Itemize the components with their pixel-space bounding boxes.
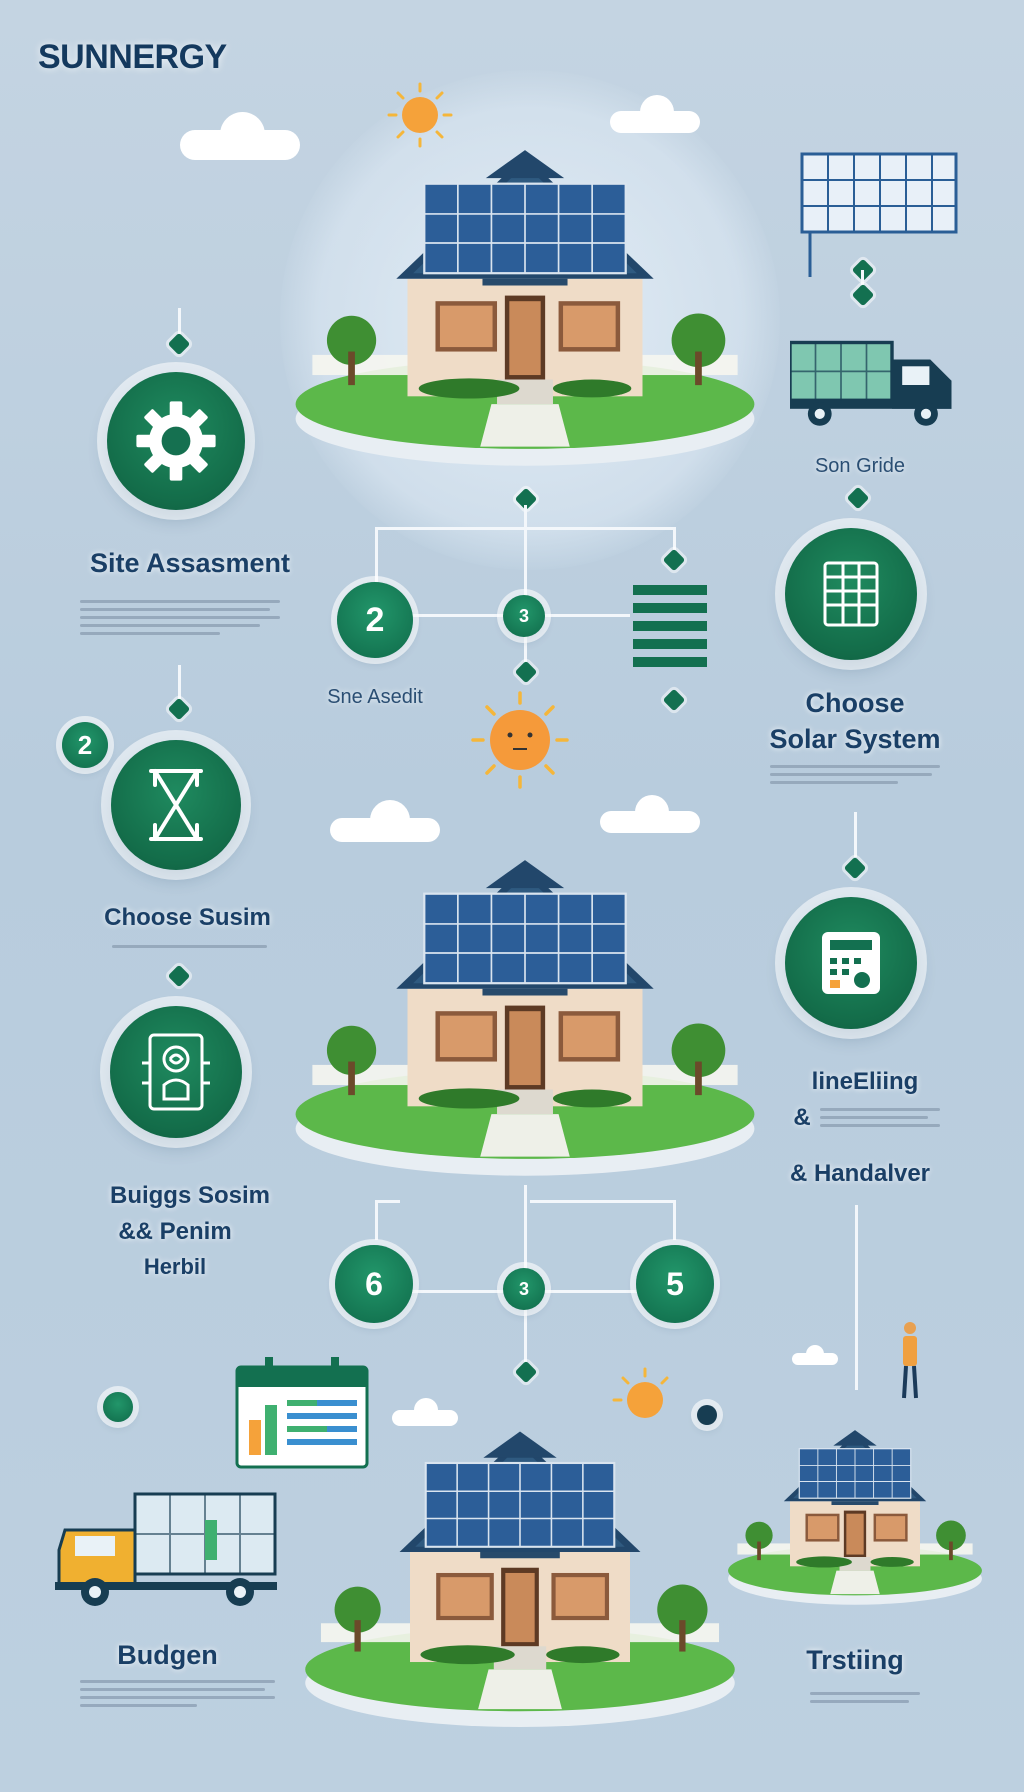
step-badge-3: 3: [503, 1268, 545, 1310]
connector-line: [854, 812, 857, 857]
brand-logo: SUNNERGY: [38, 38, 227, 76]
choose-solar-step[interactable]: [785, 528, 917, 660]
connector-line: [178, 308, 181, 343]
step-badge-2: 2: [62, 722, 108, 768]
small-indicator-icon: [697, 1405, 717, 1425]
step-label-choose-solar-line1: Choose: [805, 688, 905, 718]
step-label-choose-susim: Choose Susim: [104, 904, 271, 931]
buggs-step[interactable]: [110, 1006, 242, 1138]
step-label-choose-solar-line2: Solar System: [769, 724, 941, 754]
description-text: [770, 765, 940, 784]
house-icon: [727, 1429, 983, 1606]
connector-line: [375, 527, 675, 530]
step-badge-5: 5: [636, 1245, 714, 1323]
step-label-buggs-line3: Herbil: [143, 1254, 207, 1279]
cloud-icon: [170, 110, 310, 160]
description-text: [810, 1692, 920, 1703]
connector-line: [673, 527, 676, 555]
connector-line: [673, 1200, 676, 1240]
house-icon: [294, 148, 756, 467]
step-label-handalver: & Handalver: [789, 1160, 931, 1187]
step-label-son-gride: Son Gride: [814, 455, 906, 477]
step-label-budgen: Budgen: [117, 1640, 218, 1670]
connector-line: [530, 1200, 675, 1203]
step-badge-2: 2: [337, 582, 413, 658]
sun-icon: [612, 1367, 669, 1418]
step-label-buggs-line2: && Penim: [118, 1218, 232, 1245]
step-label-sne-asedit: Sne Asedit: [327, 686, 423, 708]
connector-line: [375, 1200, 378, 1240]
bill-icon: [142, 1033, 210, 1111]
connector-dot: [846, 486, 870, 510]
progress-bars-icon: [633, 585, 707, 670]
connector-dot: [851, 283, 875, 307]
worker-icon: [902, 1322, 918, 1399]
calendar-chart-icon: [235, 1357, 369, 1469]
connector-dot: [167, 332, 191, 356]
connector-line: [524, 505, 527, 670]
connector-line: [855, 1205, 858, 1390]
solar-panel-icon: [823, 561, 879, 627]
cloud-icon: [595, 795, 705, 835]
house-icon: [294, 858, 756, 1177]
cloud-icon: [390, 1398, 460, 1426]
step-label-site-assessment: Site Assasment: [89, 548, 291, 578]
amp-symbol: &: [793, 1104, 811, 1131]
calculator-icon: [822, 932, 880, 994]
step-badge-6: 6: [335, 1245, 413, 1323]
description-text: [112, 945, 267, 948]
connector-line: [861, 270, 864, 290]
step-label-inething: lineEliing: [811, 1068, 919, 1095]
house-icon: [304, 1430, 736, 1729]
connector-dot: [662, 548, 686, 572]
site-assessment-step[interactable]: [107, 372, 245, 510]
truck-icon: [790, 340, 954, 428]
connector-line: [375, 1200, 400, 1203]
connector-line: [375, 527, 378, 582]
truck-icon: [55, 1492, 277, 1606]
cloud-icon: [605, 95, 705, 135]
connector-dot: [514, 660, 538, 684]
sun-icon: [387, 82, 453, 148]
sun-face-icon: [471, 691, 569, 789]
cloud-icon: [325, 800, 445, 845]
connector-dot: [662, 688, 686, 712]
hourglass-icon: [149, 769, 203, 841]
step-label-buggs-line1: Buiggs Sosim: [109, 1182, 271, 1209]
calculator-step[interactable]: [785, 897, 917, 1029]
step-badge-3: 3: [503, 595, 545, 637]
connector-dot: [167, 697, 191, 721]
connector-dot: [167, 964, 191, 988]
cloud-icon: [790, 1345, 840, 1367]
connector-line: [178, 665, 181, 700]
description-text: [80, 1680, 275, 1707]
description-text: [80, 600, 280, 635]
solar-panel-icon: [800, 152, 958, 277]
connector-dot: [514, 1360, 538, 1384]
small-indicator-icon: [103, 1392, 133, 1422]
description-text: [820, 1108, 940, 1127]
connector-dot: [843, 856, 867, 880]
choose-susim-step[interactable]: [111, 740, 241, 870]
gear-icon: [136, 401, 216, 481]
step-label-testing: Trstiing: [806, 1645, 904, 1675]
